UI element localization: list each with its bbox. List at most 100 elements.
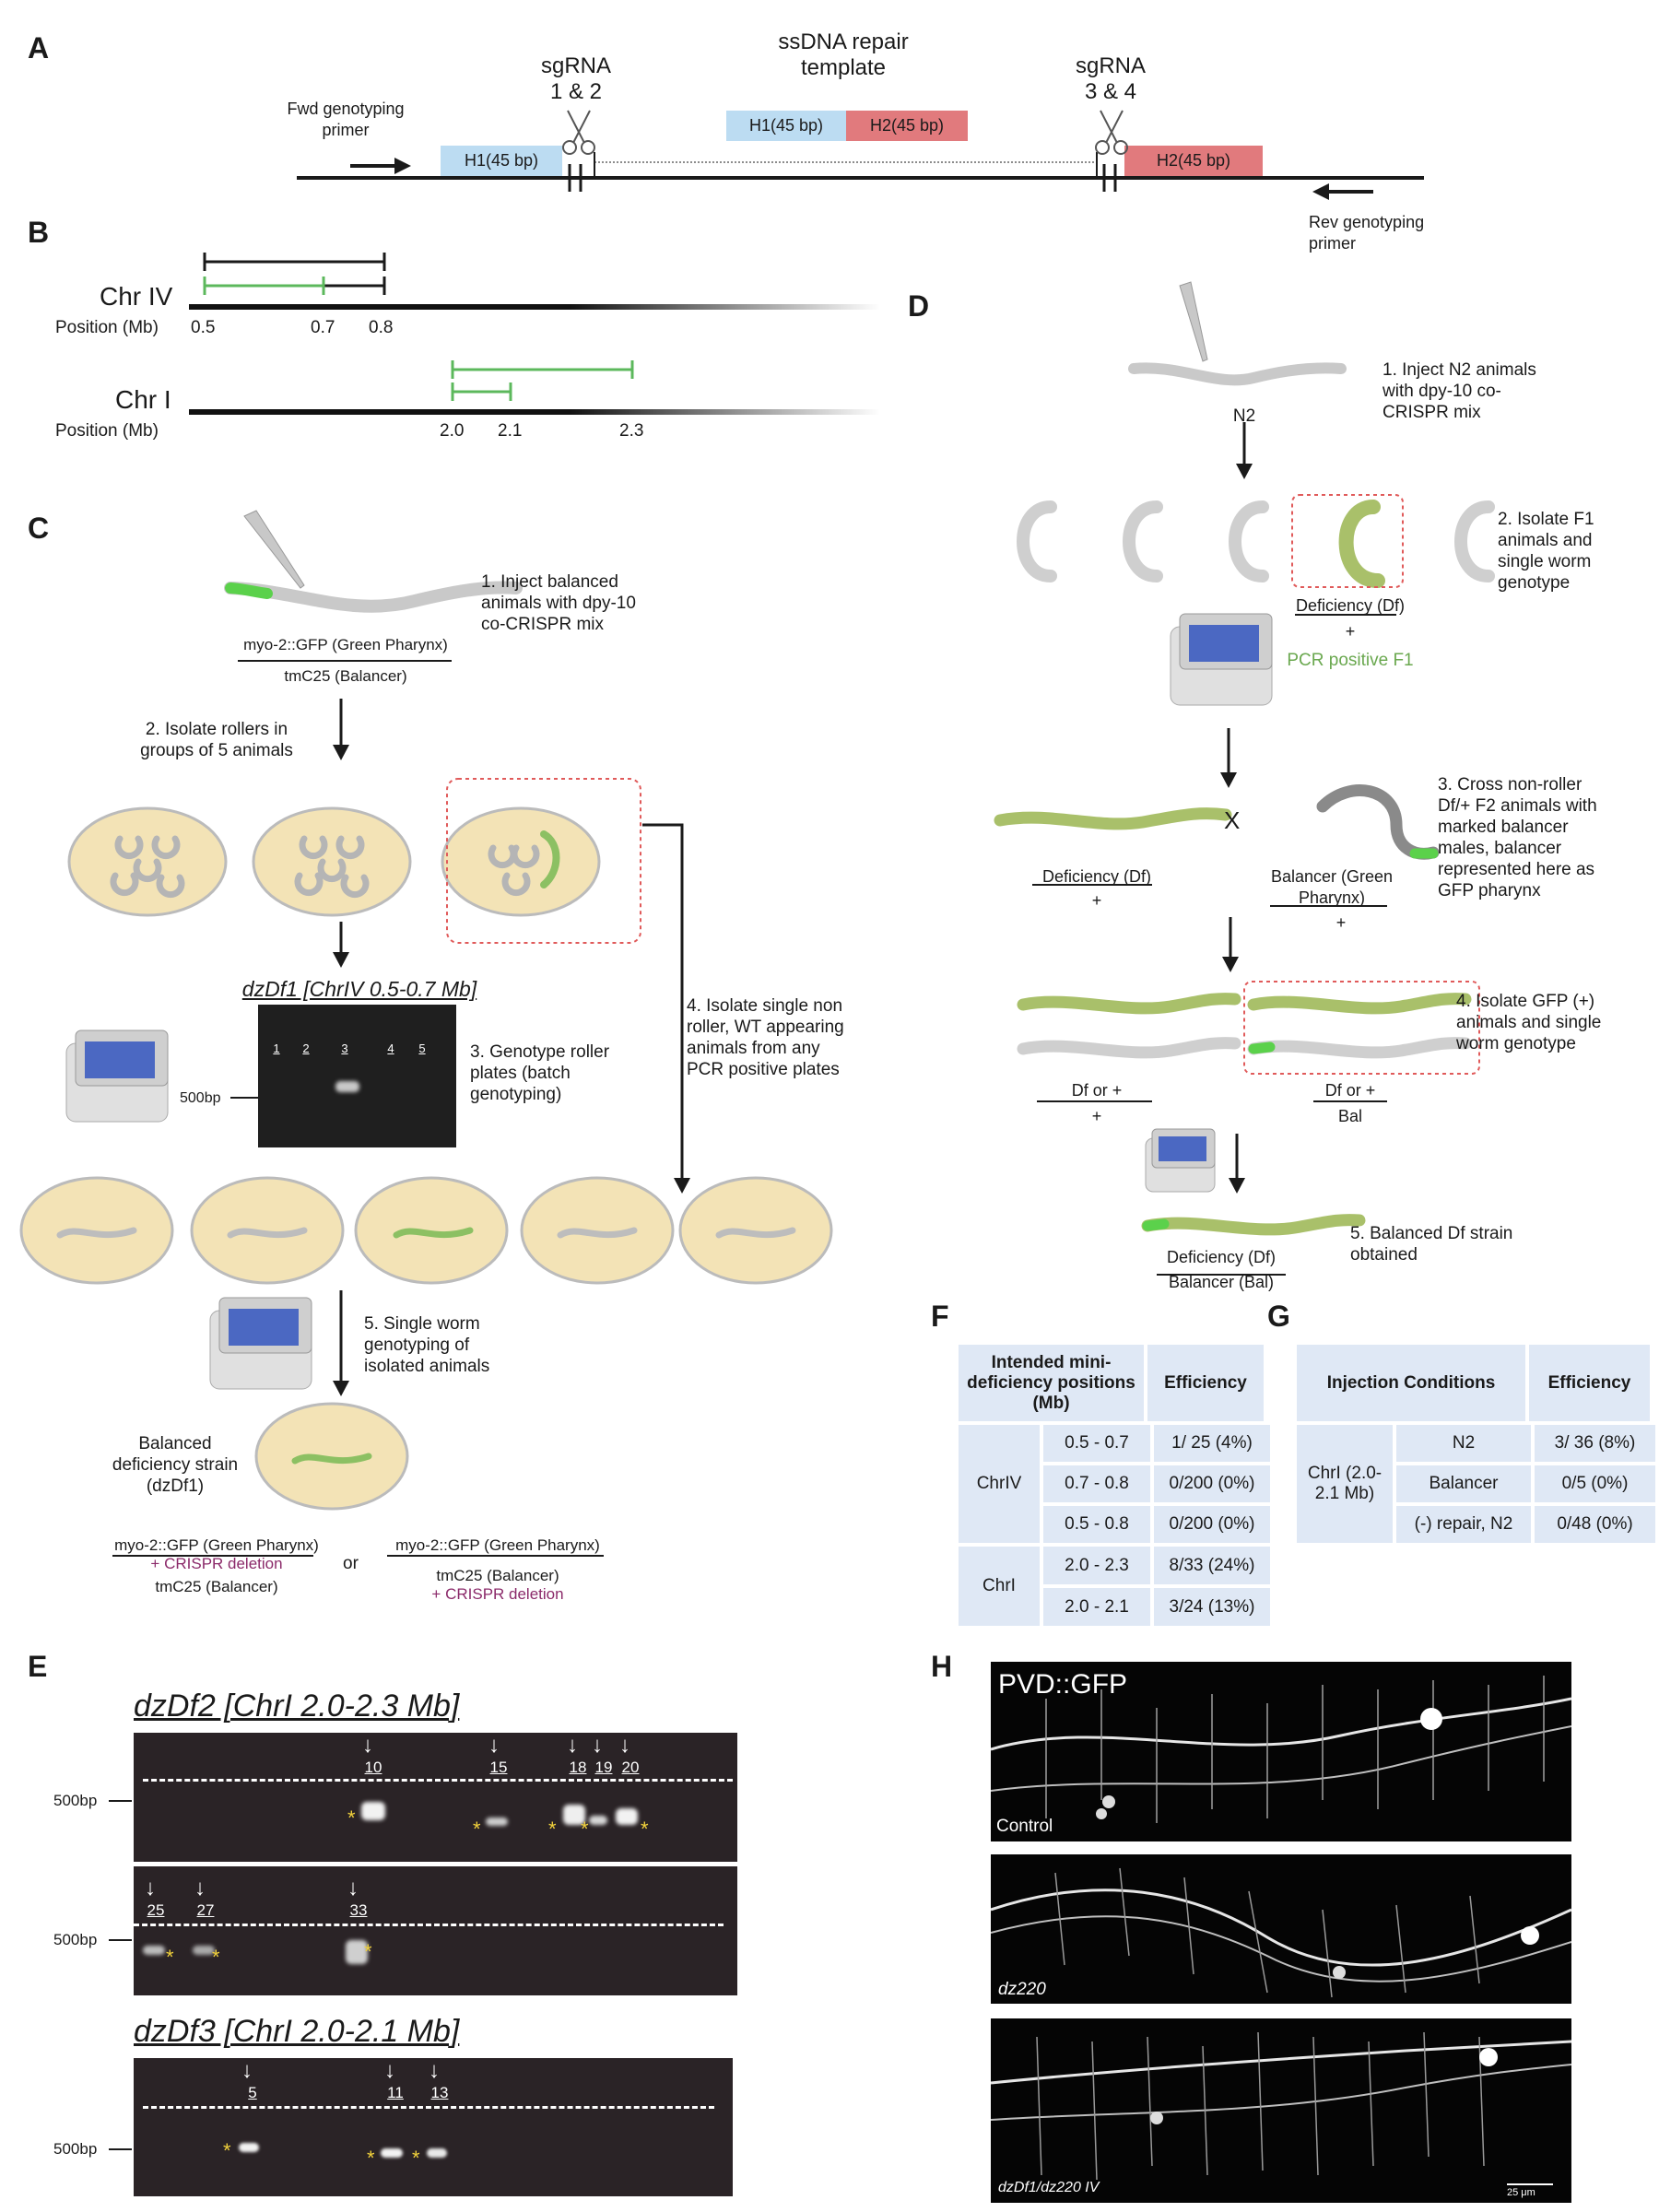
table-cell: 2.0 - 2.1 (1043, 1588, 1150, 1626)
fwd-primer-label: Fwd genotyping primer (287, 100, 405, 139)
h1-genome-label: H1(45 bp) (464, 151, 539, 170)
c-opt2-bottom: tmC25 (Balancer) (436, 1567, 559, 1584)
table-cell: 3/24 (13%) (1154, 1588, 1270, 1626)
pcr-machine-icon (1170, 613, 1273, 706)
star-marker: * (581, 1818, 589, 1841)
d-n2-label: N2 (1232, 406, 1256, 426)
pcr-machine-icon (65, 1030, 169, 1123)
c-opt1-top: myo-2::GFP (Green Pharynx) (114, 1536, 319, 1554)
worm-icon (1017, 500, 1495, 582)
gel-lane-label: 5 (248, 2084, 257, 2101)
table-cell: Balancer (1396, 1465, 1531, 1502)
star-marker: * (367, 2147, 375, 2170)
c-step1: 1. Inject balanced animals with dpy-10 c… (481, 572, 636, 634)
pcr-machine-icon (209, 1297, 312, 1390)
gel-lane-label: 3 (341, 1041, 348, 1055)
d-dforplus-1: Df or + (1071, 1081, 1123, 1100)
table-cell: 2.0 - 2.3 (1043, 1547, 1150, 1584)
d-plus: + (1345, 622, 1356, 641)
fwd-primer-arrow-icon (350, 158, 411, 174)
table-cell: 0/5 (0%) (1535, 1465, 1655, 1502)
star-marker: * (212, 1946, 220, 1969)
e-gel2: ↓5 ↓11 ↓13 * * * (134, 2058, 733, 2196)
chr4-label: Chr IV (100, 282, 173, 311)
injection-needle-icon (243, 510, 305, 589)
star-marker: * (641, 1818, 649, 1841)
injection-needle-icon (1179, 281, 1208, 362)
panel-a-schematic (297, 110, 1424, 200)
gel-band (616, 1808, 638, 1825)
panel-label-e: E (28, 1650, 48, 1683)
d-df-label-2: Deficiency (Df) (1041, 867, 1152, 886)
c-strain-label: Balanced deficiency strain (dzDf1) (112, 1434, 239, 1496)
table-f: Intended mini-deficiency positions (Mb) … (955, 1341, 1267, 1425)
gel-lane-label: 20 (621, 1759, 640, 1776)
gel-lane-label: 5 (418, 1041, 426, 1055)
chr4-tick: 0.7 (311, 318, 335, 337)
d-step1: 1. Inject N2 animals with dpy-10 co-CRIS… (1382, 360, 1536, 422)
chr1-tick: 2.1 (498, 421, 523, 441)
c-opt1-bottom: tmC25 (Balancer) (155, 1578, 278, 1595)
table-cell: 0.5 - 0.8 (1043, 1506, 1150, 1543)
d-dforplus-2: Df or + (1324, 1081, 1376, 1100)
c-gel-image: 1 2 3 4 5 (258, 1005, 456, 1147)
c-opt2-mid: + CRISPR deletion (431, 1585, 564, 1603)
d-final-bottom: Balancer (Bal) (1168, 1273, 1275, 1291)
worm-icon (224, 581, 523, 613)
c-genotype-top: myo-2::GFP (Green Pharynx) (243, 636, 448, 653)
table-cell: 3/ 36 (8%) (1535, 1425, 1655, 1462)
chr1-label: Chr I (115, 385, 171, 414)
table-cell: ChrI (959, 1547, 1040, 1626)
c-or: or (343, 1554, 359, 1573)
highlight-box (446, 778, 641, 944)
d-plus: + (1335, 913, 1347, 932)
chr4-tick: 0.5 (191, 318, 216, 337)
h-label-control: Control (996, 1817, 1053, 1836)
c-step2: 2. Isolate rollers in groups of 5 animal… (140, 720, 293, 760)
e-gel2-title: dzDf3 [ChrI 2.0-2.1 Mb] (134, 2014, 460, 2049)
table-cell: (-) repair, N2 (1396, 1506, 1531, 1543)
scissors-icon-right (1095, 110, 1128, 155)
star-marker: * (347, 1806, 356, 1830)
sgrna-left-label: sgRNA 1 & 2 (540, 53, 612, 104)
c-step3: 3. Genotype roller plates (batch genotyp… (470, 1042, 610, 1104)
gel-lane-label: 2 (302, 1041, 310, 1055)
gel-lane-label: 15 (489, 1759, 508, 1776)
table-cell: 0/200 (0%) (1154, 1506, 1270, 1543)
pcr-machine-icon (1145, 1128, 1216, 1193)
d-step2: 2. Isolate F1 animals and single worm ge… (1498, 510, 1594, 593)
star-marker: * (364, 1940, 372, 1963)
gel-lane-label: 1 (273, 1041, 280, 1055)
c-opt2-top: myo-2::GFP (Green Pharynx) (395, 1536, 600, 1554)
gel-band (143, 1946, 165, 1955)
table-cell: 0.7 - 0.8 (1043, 1465, 1150, 1502)
h-label-dzdf1: dzDf1/dz220 IV (998, 2180, 1100, 2195)
gel-lane-label: 10 (364, 1759, 382, 1776)
star-marker: * (223, 2139, 231, 2162)
table-cell: N2 (1396, 1425, 1531, 1462)
table-header: Injection Conditions (1297, 1345, 1525, 1421)
e-gel1a: ↓10 ↓15 ↓18 ↓19 ↓20 * * * * * (134, 1733, 737, 1862)
gel-lane-label: 25 (147, 1901, 165, 1919)
panel-c-illustration (19, 510, 833, 1557)
e-marker-label: 500bp (53, 1931, 98, 1948)
ssdna-label: ssDNA repair template (778, 29, 909, 80)
sgrna-right-label: sgRNA 3 & 4 (1075, 53, 1147, 104)
table-header: Efficiency (1147, 1345, 1264, 1421)
h1-box-genome (441, 146, 562, 176)
h1-box-template (726, 111, 846, 141)
gel-lane-label: 4 (387, 1041, 394, 1055)
gel-band (193, 1946, 215, 1955)
rev-primer-label: Rev genotyping primer (1309, 213, 1425, 253)
e-gel1-title: dzDf2 [ChrI 2.0-2.3 Mb] (134, 1688, 460, 1724)
panel-b-chromosomes (189, 253, 880, 415)
chr4-bar (189, 304, 880, 310)
c-opt1-mid: + CRISPR deletion (150, 1555, 283, 1572)
table-header: Efficiency (1529, 1345, 1650, 1421)
gel-lane-label: 11 (387, 2084, 404, 2101)
h2-box-genome (1124, 146, 1263, 176)
star-marker: * (548, 1818, 557, 1841)
panel-d-illustration (994, 281, 1495, 1276)
gel-lane-label: 19 (594, 1759, 613, 1776)
